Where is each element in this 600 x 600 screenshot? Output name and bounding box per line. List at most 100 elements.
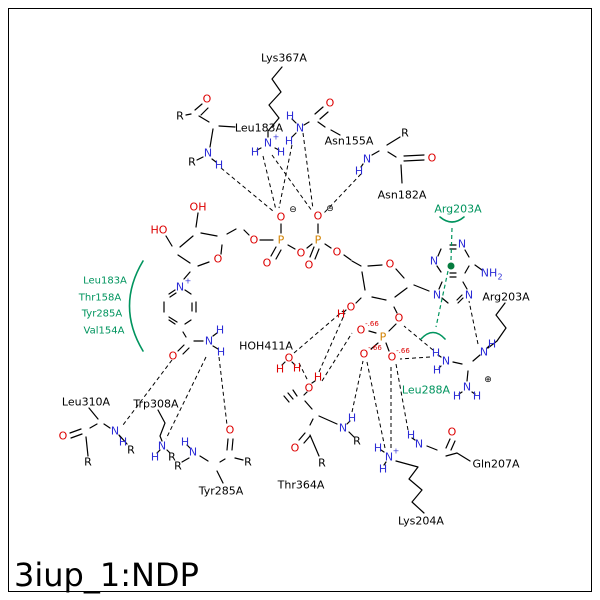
atom-label: O bbox=[305, 259, 314, 272]
residue-label-trp308a: Trp308A bbox=[132, 398, 179, 411]
atom-label: H bbox=[217, 346, 225, 359]
atom-label: N bbox=[465, 289, 473, 302]
residue-label-lys367a: Lys367A bbox=[261, 52, 307, 65]
structure-title: 3iup_1:NDP bbox=[14, 556, 199, 594]
atom-label: N bbox=[158, 440, 166, 453]
residue-label-lys204a: Lys204A bbox=[398, 515, 444, 528]
atom-label: 2 bbox=[497, 273, 502, 282]
atom-label: R bbox=[176, 110, 184, 123]
atom-label: O bbox=[333, 246, 342, 259]
atom-label: ⊖ bbox=[289, 205, 297, 215]
atom-label: N bbox=[296, 122, 304, 135]
atom-label: N bbox=[463, 381, 471, 394]
atom-label: H bbox=[293, 362, 301, 375]
atom-label: R bbox=[168, 451, 176, 464]
residue-label-asn155a: Asn155A bbox=[325, 135, 374, 148]
hydrophobic-contact-lines bbox=[435, 227, 453, 328]
atom-label: O bbox=[305, 382, 314, 395]
atom-label: O bbox=[314, 210, 323, 223]
atom-label: O bbox=[250, 234, 259, 247]
atom-label: O bbox=[360, 348, 369, 361]
atom-label: P bbox=[278, 234, 285, 247]
atom-label: N bbox=[415, 438, 423, 451]
hydrophobic-arcs bbox=[128, 216, 465, 352]
atom-label: P bbox=[380, 331, 387, 344]
atom-label: H bbox=[488, 338, 496, 351]
atom-label: ⊖ bbox=[326, 204, 334, 214]
hydrogen-bond-lines bbox=[122, 132, 479, 449]
atom-label: O bbox=[263, 257, 272, 270]
atom-label: O bbox=[395, 312, 404, 325]
atom-label: H bbox=[337, 308, 345, 321]
atom-label: R bbox=[353, 435, 361, 448]
atom-label: O bbox=[297, 247, 306, 260]
atom-label: HO bbox=[151, 224, 168, 237]
atom-label: N bbox=[339, 422, 347, 435]
atom-label: O bbox=[214, 253, 223, 266]
residue-label-tyr285a-hydrophobic: Tyr285A bbox=[81, 309, 123, 320]
atom-label: O bbox=[291, 442, 300, 455]
atom-label: H bbox=[119, 436, 127, 449]
residue-label-leu310a: Leu310A bbox=[62, 396, 111, 409]
atom-label: -.66 bbox=[365, 320, 379, 328]
atom-label: H bbox=[453, 390, 461, 403]
atom-label: N bbox=[385, 451, 393, 464]
residue-label-thr364a: Thr364A bbox=[277, 479, 325, 492]
atom-label: O bbox=[386, 258, 395, 271]
atom-label: H bbox=[348, 412, 356, 425]
atom-label: R bbox=[318, 457, 326, 470]
atom-label: ⊕ bbox=[484, 375, 492, 385]
atom-label: O bbox=[226, 424, 235, 437]
atom-label: + bbox=[185, 277, 192, 286]
atom-label: O bbox=[388, 351, 397, 364]
residue-label-val154a-hydrophobic: Val154A bbox=[84, 326, 125, 337]
atom-label: R bbox=[84, 456, 92, 469]
atom-label: -.66 bbox=[396, 347, 410, 355]
atom-label: N bbox=[111, 425, 119, 438]
residue-label-asn182a: Asn182A bbox=[378, 189, 427, 202]
atom-label: O bbox=[285, 352, 294, 365]
atom-label: H bbox=[374, 442, 382, 455]
atom-label: N bbox=[363, 153, 371, 166]
atom-label: H bbox=[407, 429, 415, 442]
atom-label: O bbox=[326, 97, 335, 110]
residue-label-leu288a-hydrophobic: Leu288A bbox=[402, 384, 451, 397]
residue-label-gln207a: Gln207A bbox=[472, 458, 520, 471]
atom-label: + bbox=[393, 447, 400, 456]
atom-label: N bbox=[480, 346, 488, 359]
atom-label: N bbox=[433, 289, 441, 302]
atom-label: H bbox=[285, 135, 293, 148]
atom-label: H bbox=[251, 146, 259, 159]
atom-label: R bbox=[188, 156, 196, 169]
atom-label: H bbox=[432, 347, 440, 360]
atom-label: H bbox=[216, 324, 224, 337]
residue-label-thr158a-hydrophobic: Thr158A bbox=[78, 293, 122, 304]
atom-label: O bbox=[203, 93, 212, 106]
water-label-hoh411a: HOH411A bbox=[239, 340, 293, 353]
residue-label-leu183a: Leu183A bbox=[235, 122, 284, 135]
atom-label: O bbox=[59, 430, 68, 443]
atom-label: N bbox=[205, 335, 213, 348]
atom-label: H bbox=[277, 146, 285, 159]
atom-label: N bbox=[176, 281, 184, 294]
atom-label: H bbox=[433, 364, 441, 377]
atom-label: R bbox=[401, 127, 409, 140]
bond-lines bbox=[69, 66, 507, 514]
atom-label: H bbox=[181, 436, 189, 449]
atom-label: NH bbox=[481, 267, 498, 280]
atom-label: O bbox=[428, 152, 437, 165]
atom-label: H bbox=[151, 451, 159, 464]
atom-label: H bbox=[314, 371, 322, 384]
residue-label-leu183a-hydrophobic: Leu183A bbox=[83, 276, 127, 287]
atom-labels: Lys367ALeu183AAsn155AAsn182AArg203ALeu18… bbox=[59, 52, 530, 528]
atom-label: O bbox=[169, 350, 178, 363]
residue-label-tyr285a: Tyr285A bbox=[198, 485, 244, 498]
atom-label: OH bbox=[190, 201, 207, 214]
atom-label: N bbox=[189, 446, 197, 459]
atom-label: H bbox=[379, 463, 387, 476]
atom-label: O bbox=[448, 426, 457, 439]
ring-centroid-dot bbox=[447, 262, 455, 270]
atom-label: O bbox=[277, 211, 286, 224]
